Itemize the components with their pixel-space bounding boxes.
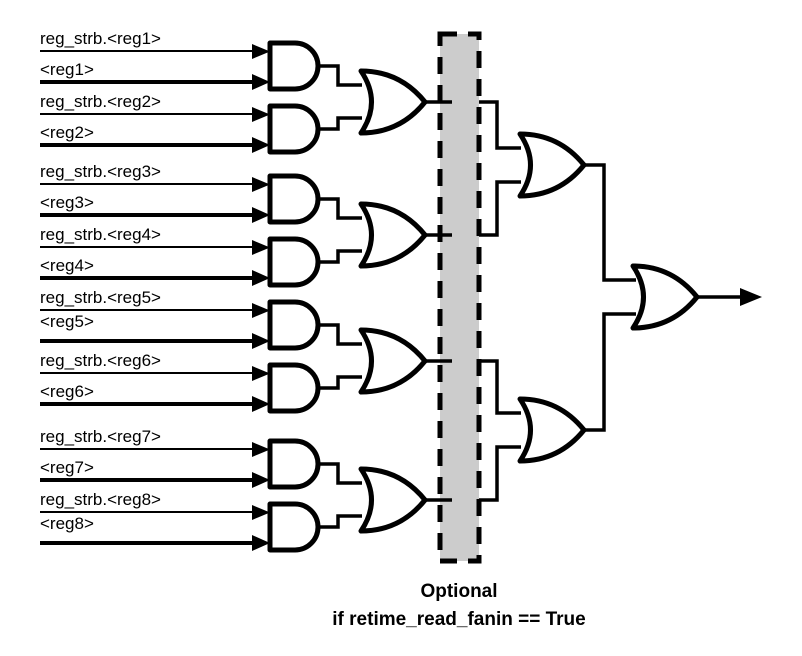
wire-and8-to-or4 — [320, 514, 362, 529]
input-label-data-3: <reg3> — [40, 193, 94, 212]
wire-or6-to-final — [584, 312, 636, 432]
input-arrow-data-4 — [252, 270, 270, 286]
wire-box-to-or6-in2 — [479, 445, 521, 502]
input-group-7: reg_strb.<reg7> <reg7> — [40, 427, 270, 488]
input-group-4: reg_strb.<reg4> <reg4> — [40, 225, 270, 286]
input-label-data-2: <reg2> — [40, 123, 94, 142]
input-arrow-strobe-6 — [252, 366, 270, 381]
or-gate-level2-1 — [361, 71, 425, 133]
input-arrow-data-1 — [252, 74, 270, 90]
and-gate-5 — [270, 302, 318, 348]
wire-box-to-or5-in2 — [479, 180, 521, 237]
optional-retiming-box — [437, 31, 482, 564]
wire-and7-to-or4 — [320, 462, 362, 485]
wire-and5-to-or3 — [320, 323, 362, 346]
input-label-strobe-3: reg_strb.<reg3> — [40, 162, 161, 181]
input-arrow-strobe-5 — [252, 303, 270, 318]
input-group-6: reg_strb.<reg6> <reg6> — [40, 351, 270, 412]
input-arrow-data-5 — [252, 333, 270, 349]
optional-caption-line2: if retime_read_fanin == True — [332, 609, 585, 630]
and-gate-4 — [270, 239, 318, 285]
wire-box-to-or6-in1 — [479, 359, 521, 415]
input-arrow-strobe-2 — [252, 107, 270, 122]
input-label-data-1: <reg1> — [40, 60, 94, 79]
wire-or5-to-final — [584, 163, 636, 282]
input-group-1: reg_strb.<reg1> <reg1> — [40, 29, 270, 90]
wire-box-to-or5-in1 — [479, 100, 521, 150]
input-label-data-4: <reg4> — [40, 256, 94, 275]
input-group-2: reg_strb.<reg2> <reg2> — [40, 92, 270, 153]
input-label-strobe-7: reg_strb.<reg7> — [40, 427, 161, 446]
input-label-strobe-5: reg_strb.<reg5> — [40, 288, 161, 307]
input-arrow-data-7 — [252, 472, 270, 488]
input-label-strobe-8: reg_strb.<reg8> — [40, 490, 161, 509]
input-arrow-strobe-8 — [252, 505, 270, 520]
input-group-8: reg_strb.<reg8> <reg8> — [40, 490, 270, 551]
input-arrow-data-6 — [252, 396, 270, 412]
and-gate-1 — [270, 43, 318, 89]
wire-and6-to-or3 — [320, 375, 362, 390]
or-gate-level3-2 — [520, 399, 584, 461]
input-label-data-8: <reg8> — [40, 514, 94, 533]
input-arrow-strobe-7 — [252, 442, 270, 457]
input-label-strobe-4: reg_strb.<reg4> — [40, 225, 161, 244]
and-gate-7 — [270, 441, 318, 487]
input-arrow-data-2 — [252, 137, 270, 153]
or-gate-final — [633, 266, 697, 328]
and-gate-2 — [270, 106, 318, 152]
wire-and1-to-or1 — [320, 64, 362, 87]
input-label-strobe-6: reg_strb.<reg6> — [40, 351, 161, 370]
input-group-3: reg_strb.<reg3> <reg3> — [40, 162, 270, 223]
or-gate-level2-2 — [361, 204, 425, 266]
input-label-strobe-1: reg_strb.<reg1> — [40, 29, 161, 48]
or-gate-level3-1 — [520, 134, 584, 196]
input-arrow-strobe-3 — [252, 177, 270, 192]
input-group-5: reg_strb.<reg5> <reg5> — [40, 288, 270, 349]
wire-and4-to-or2 — [320, 249, 362, 264]
input-arrow-strobe-1 — [252, 44, 270, 59]
output-arrow — [740, 288, 762, 306]
or-gate-level2-3 — [361, 330, 425, 392]
optional-caption-line1: Optional — [420, 581, 497, 602]
and-gate-8 — [270, 504, 318, 550]
input-arrow-strobe-4 — [252, 240, 270, 255]
input-arrow-data-8 — [252, 535, 270, 551]
input-label-strobe-2: reg_strb.<reg2> — [40, 92, 161, 111]
input-label-data-7: <reg7> — [40, 458, 94, 477]
wire-and3-to-or2 — [320, 197, 362, 220]
or-gate-level2-4 — [361, 469, 425, 531]
input-label-data-5: <reg5> — [40, 312, 94, 331]
input-arrow-data-3 — [252, 207, 270, 223]
input-label-data-6: <reg6> — [40, 382, 94, 401]
and-gate-6 — [270, 365, 318, 411]
wire-and2-to-or1 — [320, 116, 362, 131]
and-gate-3 — [270, 176, 318, 222]
